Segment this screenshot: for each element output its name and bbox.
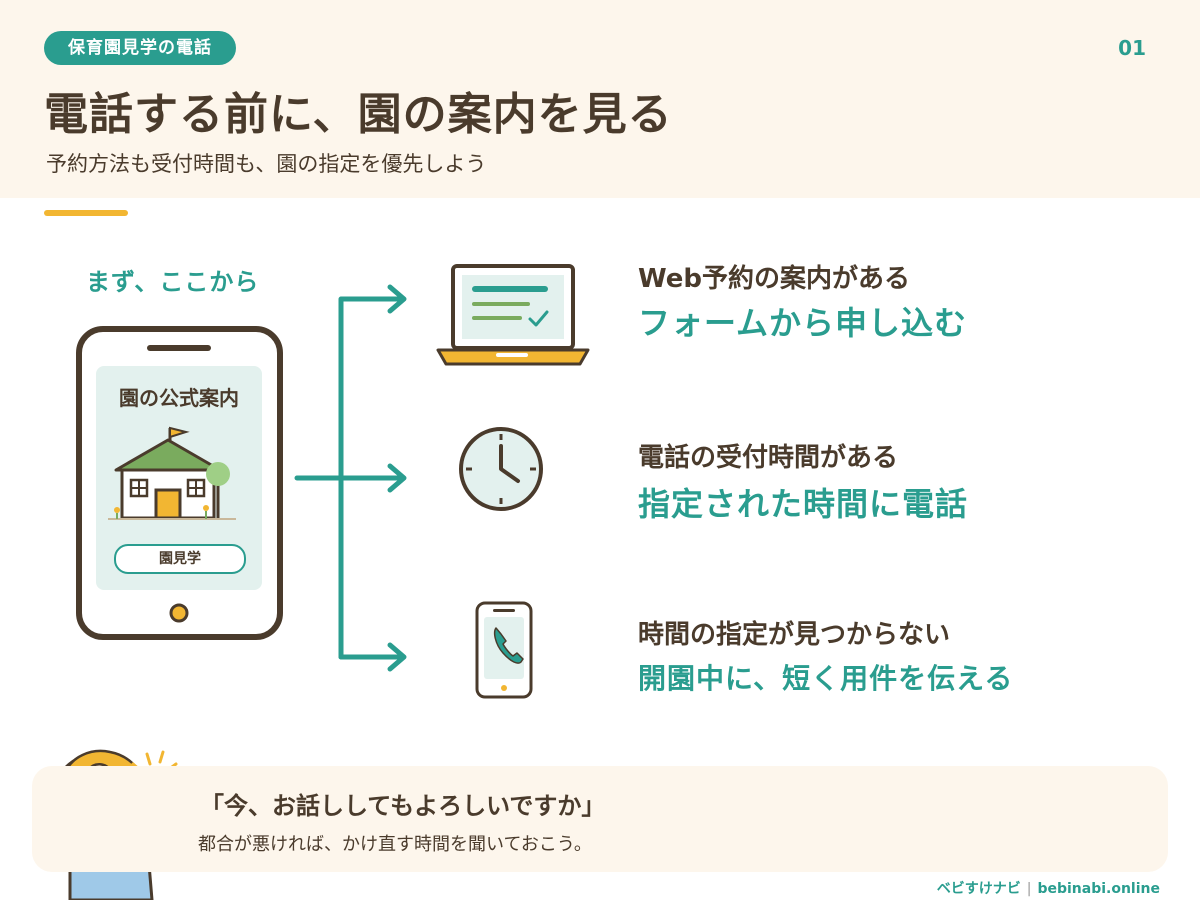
option-condition-no-hours: 時間の指定が見つからない <box>638 620 951 650</box>
tip-quote: 「今、お話ししてもよろしいですか」 <box>200 792 606 820</box>
option-action-phone-hours: 指定された時間に電話 <box>638 485 969 523</box>
brand-footer: ベビすけナビ | bebinabi.online <box>937 878 1160 898</box>
brand-name: ベビすけナビ <box>936 881 1021 897</box>
house-icon <box>108 426 236 520</box>
branch-arrows <box>294 284 407 672</box>
page-title: 電話する前に、園の案内を見る <box>44 89 673 140</box>
brand-url: bebinabi.online <box>1037 881 1160 897</box>
tip-callout <box>32 766 1168 872</box>
category-tag: 保育園見学の電話 <box>44 31 236 65</box>
accent-bar <box>44 210 128 216</box>
option-condition-phone-hours: 電話の受付時間がある <box>638 443 899 473</box>
visit-button: 園見学 <box>114 544 246 574</box>
page-subtitle: 予約方法も受付時間も、園の指定を優先しよう <box>46 152 487 176</box>
option-condition-web: Web予約の案内がある <box>638 264 910 294</box>
laptop-icon <box>436 264 590 366</box>
tip-note: 都合が悪ければ、かけ直す時間を聞いておこう。 <box>198 834 592 855</box>
clock-icon <box>459 427 543 511</box>
brand-separator: | <box>1026 881 1032 897</box>
page-number: 01 <box>1118 36 1146 60</box>
phone-card-title: 園の公式案内 <box>119 386 239 410</box>
option-action-web: フォームから申し込む <box>638 304 968 342</box>
start-label: まず、ここから <box>86 268 260 296</box>
header-band: 保育園見学の電話 01 電話する前に、園の案内を見る 予約方法も受付時間も、園の… <box>0 0 1200 198</box>
phone-call-icon <box>475 601 533 699</box>
option-action-no-hours: 開園中に、短く用件を伝える <box>638 662 1014 695</box>
